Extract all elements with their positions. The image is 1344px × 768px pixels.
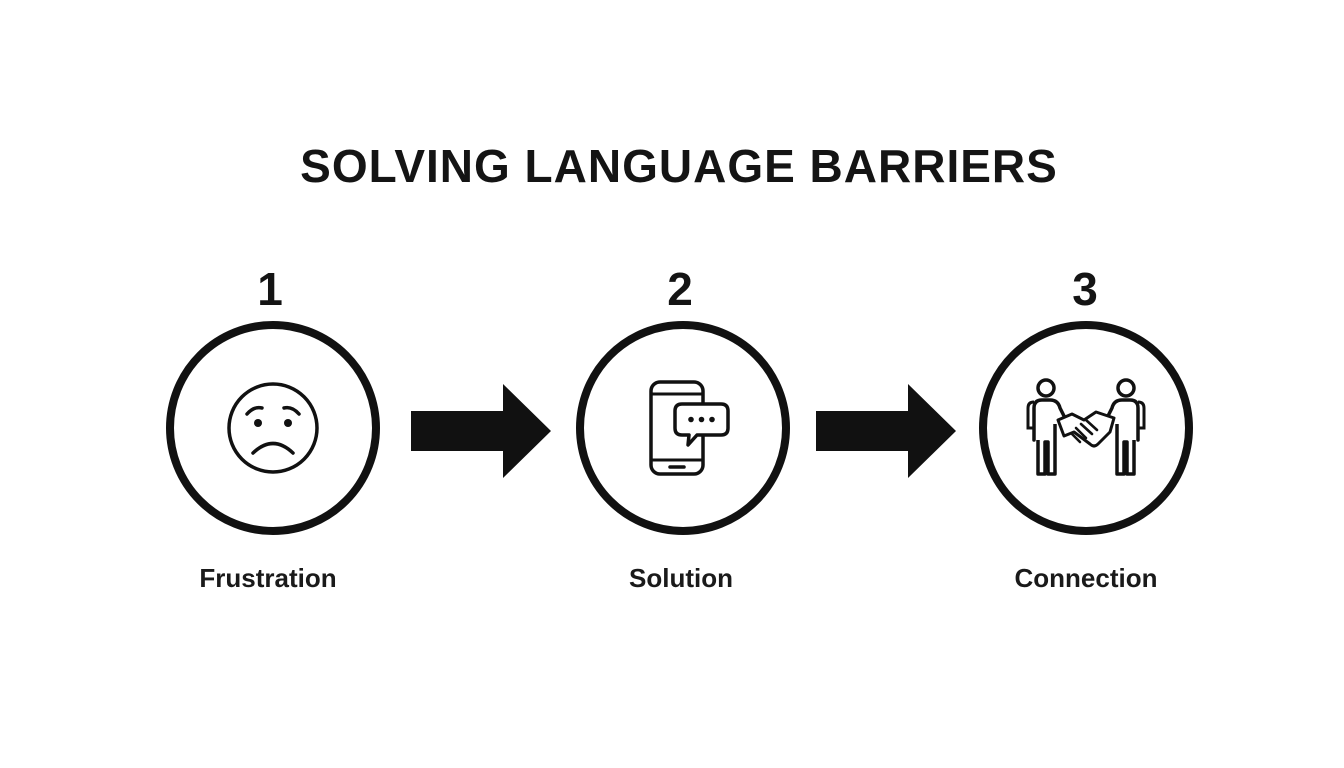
step-3-circle: [979, 321, 1193, 535]
arrow-right-icon: [411, 384, 551, 478]
step-2-circle: [576, 321, 790, 535]
step-3-number: 3: [1072, 263, 1098, 315]
step-2-label: Solution: [629, 563, 733, 593]
step-2-number: 2: [667, 263, 693, 315]
handshake-people-icon: [1026, 378, 1146, 476]
step-1-number: 1: [257, 263, 283, 315]
sad-face-icon: [227, 382, 319, 474]
arrow-right-icon: [816, 384, 956, 478]
diagram-title: SOLVING LANGUAGE BARRIERS: [300, 140, 1058, 192]
smartphone-chat-icon: [649, 380, 730, 476]
step-1-label: Frustration: [199, 563, 337, 593]
step-1-circle: [166, 321, 380, 535]
step-3-label: Connection: [1014, 563, 1158, 593]
